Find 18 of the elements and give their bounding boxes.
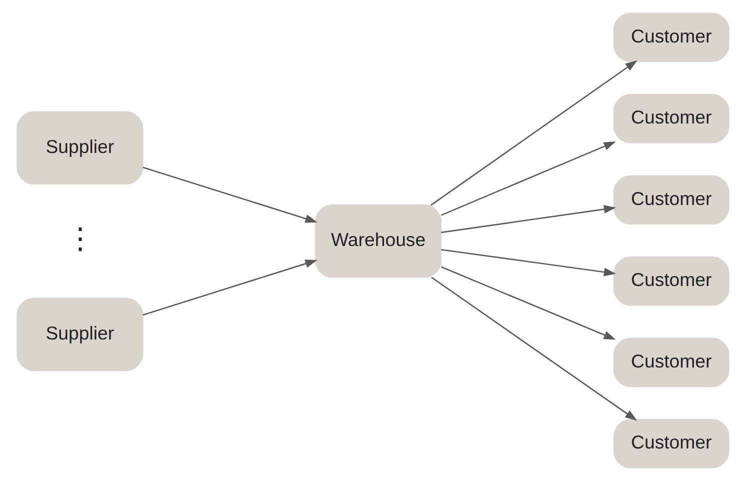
arrow: [440, 266, 616, 340]
arrow: [430, 60, 637, 206]
arrow: [440, 205, 616, 234]
node-box: Customer: [612, 419, 729, 468]
arrow: [440, 142, 616, 216]
node-box: Customer: [612, 12, 729, 62]
node-box: Customer: [612, 94, 729, 144]
node-box: Supplier: [16, 298, 143, 372]
arrow: [142, 166, 317, 223]
node-box: Customer: [612, 256, 729, 306]
arrow: [142, 260, 317, 316]
node-box: Warehouse: [314, 204, 442, 278]
label: ⋮: [64, 222, 94, 256]
node-box: Supplier: [16, 111, 143, 185]
node-box: Customer: [612, 175, 729, 225]
arrow: [430, 276, 637, 421]
node-box: Customer: [612, 338, 729, 388]
arrow: [440, 248, 616, 276]
